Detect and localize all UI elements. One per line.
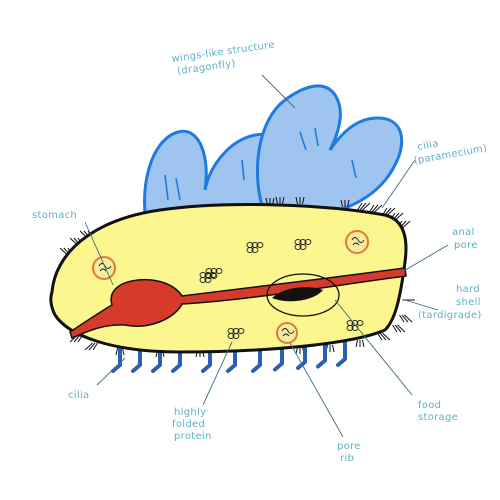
label-hard-shell: hard shell (tardigrade) [418,284,484,321]
digestive-tract [69,267,407,340]
label-stomach: stomach [32,210,77,221]
wing-right [256,84,404,212]
wing-veins [164,127,357,201]
label-cilia-top: cilia (paramecium) [411,130,488,167]
label-highly-folded: highly folded protein [172,407,212,442]
leader-lines [84,74,449,438]
label-cilia-bottom: cilia [68,390,89,401]
label-wings: wings-like structure (dragonfly) [171,39,281,78]
label-food-storage: food storage [418,400,458,423]
label-pore: pore rib [337,441,364,464]
pores [92,230,369,344]
label-anal-pore: anal pore [452,227,478,251]
food-storage-granules [199,239,364,339]
anal-pore-slit [272,287,323,302]
anal-pore-outline [266,273,340,317]
